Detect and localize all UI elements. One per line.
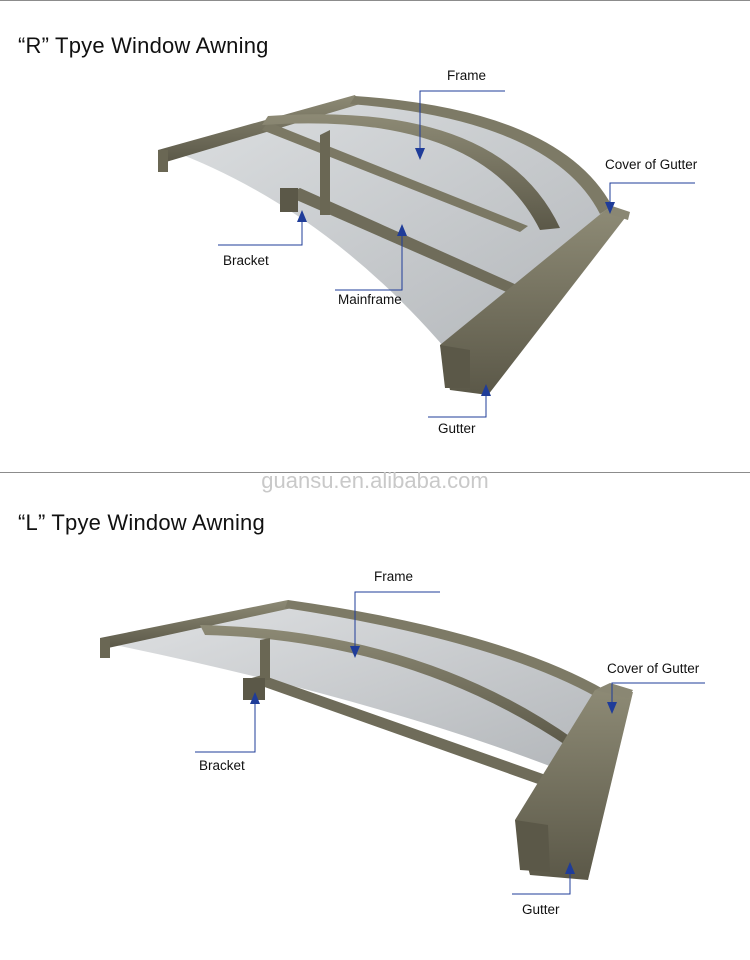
r-type-callouts xyxy=(218,90,695,418)
l-bracket-leader xyxy=(195,702,256,753)
r-wall-rail xyxy=(158,95,360,162)
r-mainframe-arrow xyxy=(397,224,407,236)
r-cover-arrow xyxy=(605,202,615,214)
l-cover-arrow xyxy=(607,702,617,714)
r-main-frame xyxy=(262,114,560,230)
l-gutter-leader xyxy=(512,870,571,895)
l-glass-panel xyxy=(115,602,605,770)
watermark: guansu.en.alibaba.com xyxy=(261,468,489,493)
r-frame-arrow xyxy=(415,148,425,160)
r-bracket xyxy=(280,188,298,212)
r-cover-of-gutter-label: Cover of Gutter xyxy=(605,157,698,172)
r-frame-leader xyxy=(419,90,505,150)
r-type-awning-illustration xyxy=(158,95,630,395)
l-cover-of-gutter-label: Cover of Gutter xyxy=(607,661,700,676)
r-type-title: “R” Tpye Window Awning xyxy=(18,33,269,58)
l-bracket xyxy=(243,678,265,700)
r-mainframe-leader xyxy=(335,232,403,291)
section-divider xyxy=(0,472,750,473)
r-gutter-leader xyxy=(428,392,487,418)
l-gutter-arrow xyxy=(565,862,575,874)
l-type-callouts xyxy=(195,591,705,895)
l-frame-arrow xyxy=(350,646,360,658)
l-bracket-arrow xyxy=(250,692,260,704)
r-gutter-label: Gutter xyxy=(438,421,476,436)
r-gutter-arrow xyxy=(481,384,491,396)
r-mainframe-label: Mainframe xyxy=(338,292,402,307)
r-gutter xyxy=(440,212,628,395)
r-cover-leader xyxy=(609,182,695,206)
l-bracket-label: Bracket xyxy=(199,758,245,773)
l-gutter-label: Gutter xyxy=(522,902,560,917)
r-bracket-arrow xyxy=(297,210,307,222)
l-strut xyxy=(245,675,560,790)
l-wall-rail xyxy=(100,600,292,648)
l-type-title: “L” Tpye Window Awning xyxy=(18,510,265,535)
l-cover-leader xyxy=(611,682,705,706)
r-frame-label: Frame xyxy=(447,68,487,83)
r-bracket-label: Bracket xyxy=(223,253,269,268)
top-border xyxy=(0,0,750,1)
l-frame-label: Frame xyxy=(374,569,414,584)
r-mainframe-strut xyxy=(285,188,528,298)
l-frame-leader xyxy=(354,591,440,648)
r-bracket-leader xyxy=(218,218,303,246)
l-type-awning-illustration xyxy=(100,600,633,880)
